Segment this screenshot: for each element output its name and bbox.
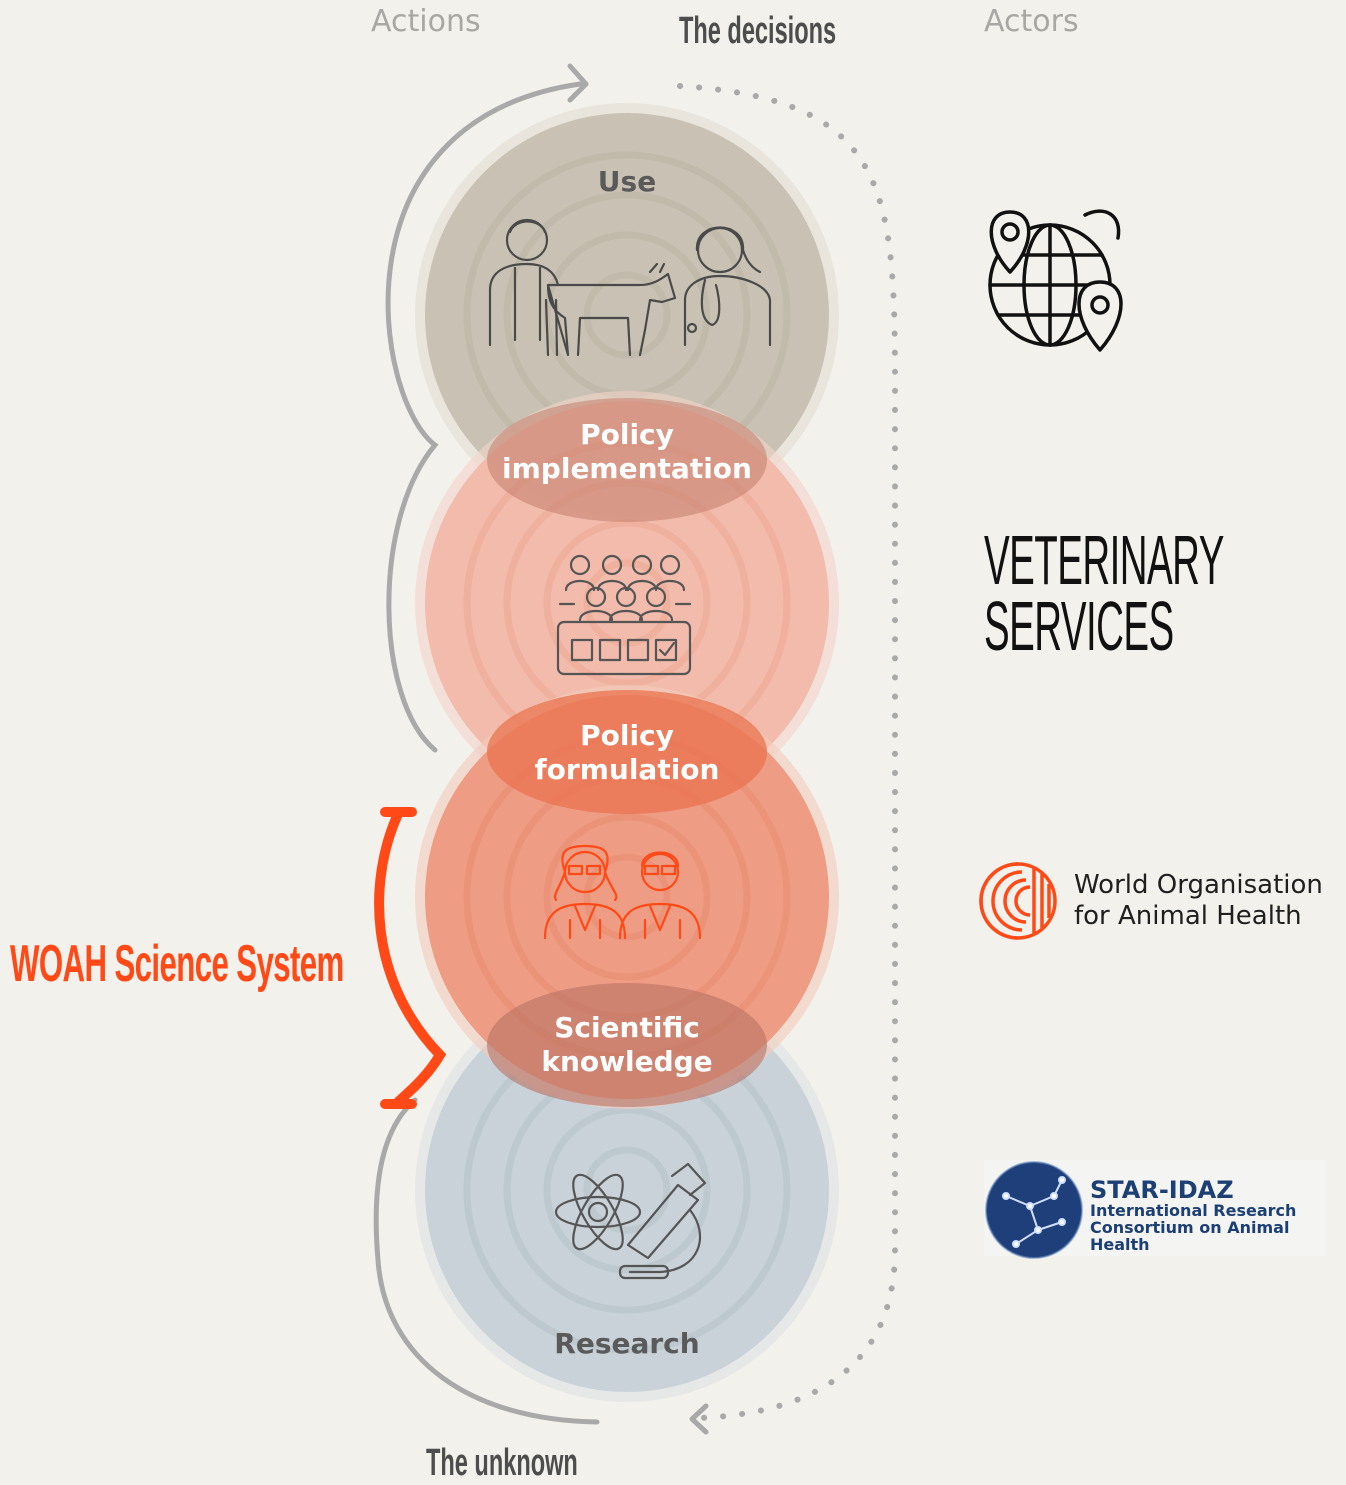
veterinary-services-label: VETERINARY SERVICES [984,521,1224,665]
woah-science-system-label: WOAH Science System [10,935,344,993]
policy-formulation-label: Policy formulation [534,719,720,786]
scientists-icon [543,844,702,940]
atom-microscope-icon [554,1162,707,1280]
scientific-knowledge-label: Scientific knowledge [541,1011,713,1078]
unknown-label: The unknown [426,1442,578,1484]
actors-header: Actors [984,4,1079,39]
star-idaz-logo-icon [984,1160,1326,1259]
actions-arrow [373,81,600,1425]
woah-logo-icon [979,862,1057,940]
star-idaz-subtitle: International Research Consortium on Ani… [1090,1201,1297,1254]
decisions-arrowhead [689,1403,709,1435]
overlap-implementation-formulation [487,690,767,814]
committee-vote-icon [556,554,692,676]
policy-implementation-label: Policy implementation [502,418,752,485]
research-label: Research [554,1327,700,1360]
woah-name: World Organisation for Animal Health [1074,870,1323,931]
vet-farmer-cow-icon [488,218,772,357]
use-label: Use [597,165,657,198]
globe-location-icon [988,209,1123,352]
decisions-header: The decisions [679,10,837,52]
star-idaz-title: STAR-IDAZ [1090,1176,1234,1204]
woah-science-bracket [374,807,447,1109]
actions-header: Actions [371,4,481,39]
actions-arrowhead [567,63,589,103]
overlap-use-implementation [487,398,767,522]
overlap-formulation-research [487,983,767,1107]
decisions-dotted-arrow [677,83,899,1421]
